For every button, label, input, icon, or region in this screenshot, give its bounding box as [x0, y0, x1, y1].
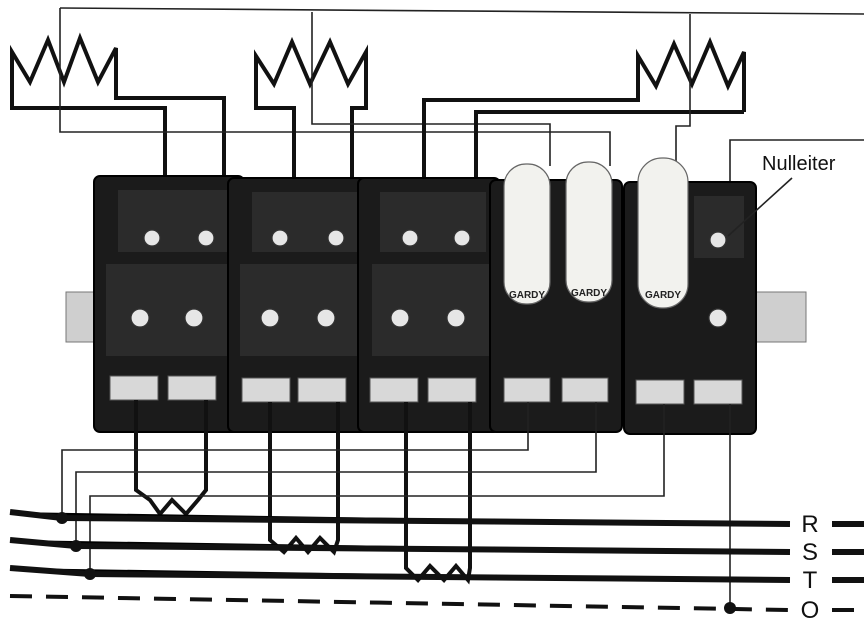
fuse-label-3: GARDY	[645, 290, 681, 301]
bus-label-o: O	[801, 597, 820, 621]
bus-o	[9, 594, 791, 612]
junction-s	[70, 540, 82, 552]
fuse-label-2: GARDY	[571, 288, 607, 299]
junction-t	[84, 568, 96, 580]
fuse-block-2: GARDY	[623, 157, 757, 435]
bus-label-r: R	[801, 511, 818, 538]
fuse-label-1: GARDY	[509, 290, 545, 301]
bus-bars	[9, 509, 864, 614]
load-element-1	[10, 30, 611, 182]
top-feeder-wire	[59, 7, 864, 15]
junction-o	[724, 602, 736, 614]
neutral-pointer	[727, 177, 793, 237]
switch-block-2	[227, 177, 375, 433]
bus-t	[9, 565, 791, 583]
neutral-lead	[729, 139, 864, 186]
load-element-3	[422, 30, 746, 182]
neutral-label: Nulleiter	[762, 153, 836, 175]
bus-label-t: T	[803, 567, 818, 594]
load-element-2	[254, 30, 551, 182]
switch-block-3	[357, 177, 501, 433]
switch-block-1	[93, 175, 245, 433]
bus-s	[9, 537, 791, 555]
fuse-block-1: GARDY GARDY	[489, 161, 623, 433]
bus-label-s: S	[802, 539, 818, 566]
junction-r	[56, 512, 68, 524]
bus-r	[9, 509, 791, 527]
